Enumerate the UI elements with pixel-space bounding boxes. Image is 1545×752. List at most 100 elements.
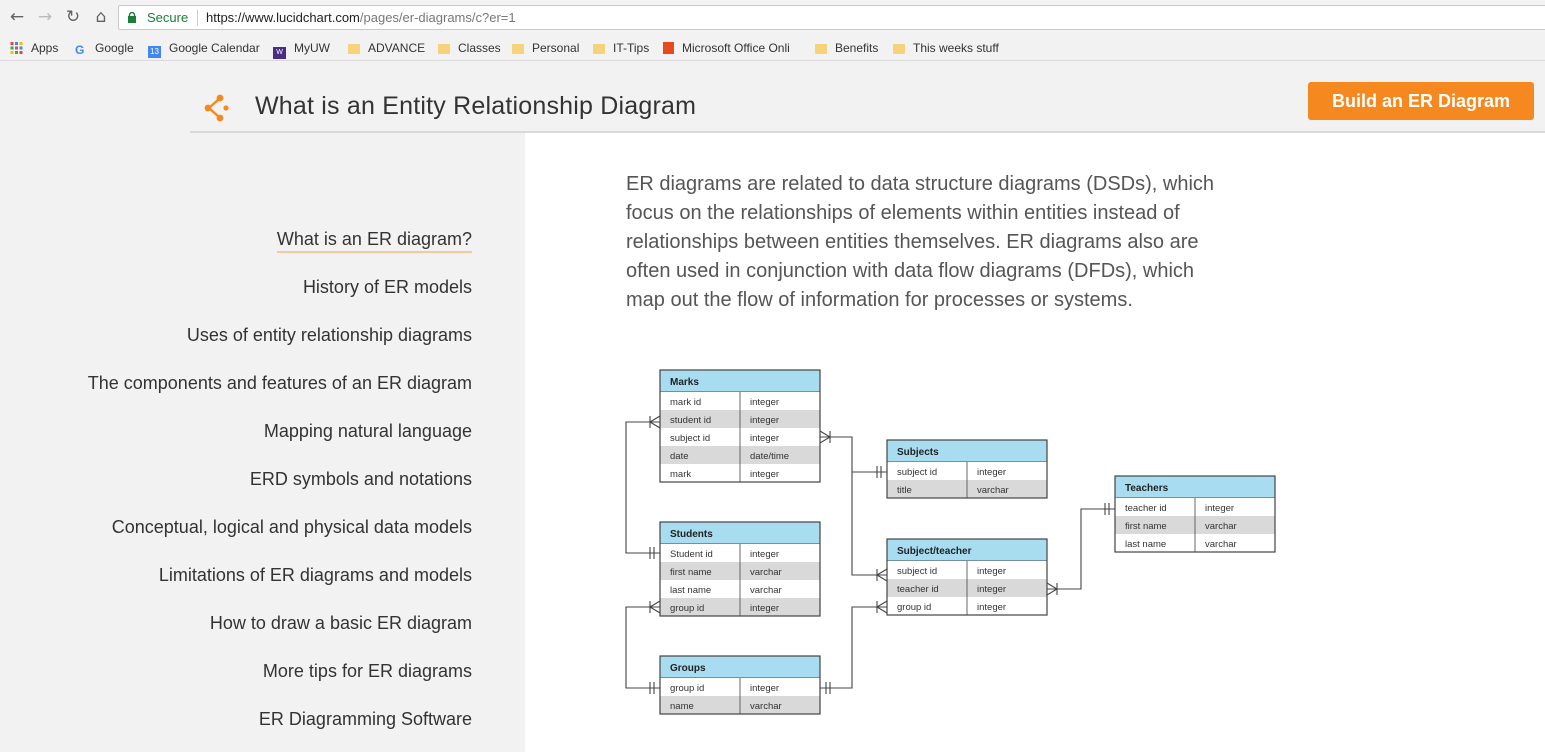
header-divider [190,131,1545,133]
main-content: ER diagrams are related to data structur… [525,133,1545,752]
bookmark-it-tips[interactable]: IT-Tips [593,38,649,58]
bookmark-label: Google [95,41,134,55]
cardinality-marker [649,547,655,559]
secure-label: Secure [147,10,189,25]
attribute-type: integer [977,602,1006,613]
address-bar[interactable]: Secure https://www.lucidchart.com/pages/… [118,5,1545,30]
attribute-name: teacher id [1125,503,1167,514]
entity-border [659,655,821,715]
sidebar-item-symbols[interactable]: ERD symbols and notations [249,469,472,489]
attribute-name: subject id [670,433,710,444]
attribute-type: varchar [750,701,782,712]
sidebar-item-software[interactable]: ER Diagramming Software [258,709,472,729]
sidebar-item-history[interactable]: History of ER models [302,277,472,297]
sidebar-item-more-tips[interactable]: More tips for ER diagrams [262,661,472,681]
forward-arrow-icon[interactable]: → [37,7,53,27]
relationship-line [625,421,660,554]
folder-icon [815,44,827,54]
url-path: /pages/er-diagrams/c?er=1 [359,10,516,25]
sidebar-item-components[interactable]: The components and features of an ER dia… [87,373,472,393]
attribute-name: teacher id [897,584,939,595]
reload-icon[interactable]: ↻ [65,7,81,27]
entity-name: Teachers [1125,483,1169,494]
attribute-type: varchar [750,585,782,596]
office-icon [663,42,674,54]
bookmark-label: This weeks stuff [913,41,999,55]
cardinality-marker [875,600,888,614]
entity-border [659,369,821,483]
url-text[interactable]: https://www.lucidchart.com/pages/er-diag… [206,10,516,25]
folder-icon [893,44,905,54]
url-host: https://www.lucidchart.com [206,10,360,25]
intro-paragraph: ER diagrams are related to data structur… [626,170,1266,315]
cardinality-marker [875,568,888,582]
folder-icon [512,44,524,54]
folder-icon [438,44,450,54]
relationship-line [625,606,660,689]
sidebar-item-mapping[interactable]: Mapping natural language [263,421,472,441]
attribute-name: date [670,451,689,462]
attribute-name: student id [670,415,711,426]
attribute-type: date/time [750,451,789,462]
folder-icon [348,44,360,54]
url-separator [197,10,198,26]
sidebar-item-how-to-draw[interactable]: How to draw a basic ER diagram [209,613,472,633]
attribute-name: subject id [897,566,937,577]
attribute-name: first name [670,567,712,578]
bookmark-advance[interactable]: ADVANCE [348,38,425,58]
bookmark-label: Classes [458,41,501,55]
relationship-line [820,606,887,689]
back-arrow-icon[interactable]: ← [9,7,25,27]
lucidchart-logo-icon[interactable] [201,93,231,123]
attribute-name: last name [670,585,711,596]
sidebar-nav: What is an ER diagram? History of ER mod… [0,133,525,752]
relationship-lines [625,415,1115,694]
cardinality-marker [825,682,831,694]
bookmark-benefits[interactable]: Benefits [815,38,878,58]
bookmark-classes[interactable]: Classes [438,38,501,58]
home-icon[interactable]: ⌂ [95,7,107,27]
page-title: What is an Entity Relationship Diagram [255,92,697,120]
sidebar-item-uses[interactable]: Uses of entity relationship diagrams [186,325,472,345]
sidebar-item-what-is-er-diagram[interactable]: What is an ER diagram? [276,229,472,253]
page-header [0,61,1545,133]
bookmark-personal[interactable]: Personal [512,38,579,58]
sidebar-item-limitations[interactable]: Limitations of ER diagrams and models [158,565,472,585]
bookmark-label: IT-Tips [613,41,650,55]
attribute-type: varchar [977,485,1009,496]
attribute-type: integer [750,683,779,694]
cardinality-marker [819,430,832,444]
entity-name: Subject/teacher [897,546,972,557]
attribute-type: varchar [1205,521,1237,532]
bookmark-apps[interactable]: Apps [10,38,58,58]
intro-line: map out the flow of information for proc… [626,289,1133,311]
attribute-type: integer [750,549,779,560]
cardinality-marker [1104,503,1110,515]
attribute-type: integer [977,566,1006,577]
entity-border [886,439,1048,499]
intro-line: focus on the relationships of elements w… [626,202,1180,224]
calendar-icon: 13 [148,46,161,58]
attribute-type: integer [750,415,779,426]
bookmark-this-weeks-stuff[interactable]: This weeks stuff [893,38,999,58]
apps-grid-icon [10,42,23,54]
attribute-name: Student id [670,549,713,560]
attribute-name: subject id [897,467,937,478]
intro-line: often used in conjunction with data flow… [626,260,1195,282]
bookmark-label: Personal [532,41,580,55]
lock-icon [128,12,136,23]
build-er-diagram-button[interactable]: Build an ER Diagram [1308,82,1534,120]
entity-name: Subjects [897,447,939,458]
sidebar-item-data-models[interactable]: Conceptual, logical and physical data mo… [111,517,472,537]
attribute-type: varchar [1205,539,1237,550]
cardinality-marker [648,600,661,614]
bookmark-microsoft-office[interactable]: Microsoft Office Onli [663,38,790,58]
